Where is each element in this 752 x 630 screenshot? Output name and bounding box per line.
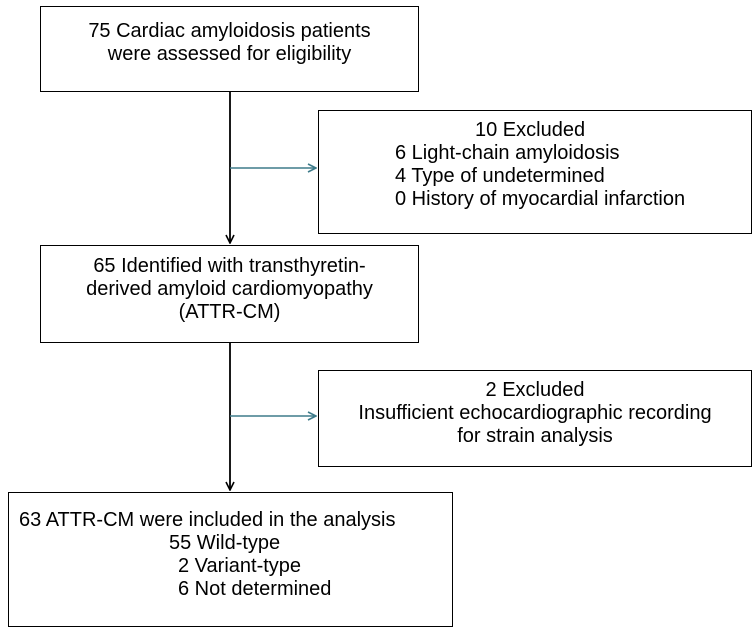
- exclusion-1-item: 6 Light-chain amyloidosis: [395, 142, 620, 164]
- exclusion-1-item: 4 Type of undetermined: [395, 165, 605, 187]
- screening-line: were assessed for eligibility: [107, 43, 352, 65]
- included-item: 6 Not determined: [178, 578, 332, 600]
- exclusion-1-item: 0 History of myocardial infarction: [395, 188, 686, 210]
- included-title: 63 ATTR-CM were included in the analysis: [19, 509, 396, 531]
- included-box: 63 ATTR-CM were included in the analysis…: [8, 492, 453, 627]
- exclusion-box-2: 2 Excluded Insufficient echocardiographi…: [318, 370, 752, 467]
- exclusion-box-1: 10 Excluded 6 Light-chain amyloidosis 4 …: [318, 110, 752, 234]
- screening-box: 75 Cardiac amyloidosis patients were ass…: [40, 6, 419, 92]
- identified-box: 65 Identified with transthyretin- derive…: [40, 245, 419, 343]
- exclusion-1-title: 10 Excluded: [475, 119, 586, 141]
- included-item: 2 Variant-type: [178, 555, 302, 577]
- exclusion-2-line: for strain analysis: [457, 425, 613, 447]
- identified-line: 65 Identified with transthyretin-: [93, 255, 366, 277]
- identified-line: (ATTR-CM): [178, 301, 281, 323]
- exclusion-2-line: 2 Excluded: [485, 379, 585, 401]
- included-item: 55 Wild-type: [169, 532, 281, 554]
- screening-line: 75 Cardiac amyloidosis patients: [88, 20, 371, 42]
- identified-line: derived amyloid cardiomyopathy: [86, 278, 373, 300]
- exclusion-2-line: Insufficient echocardiographic recording: [358, 402, 712, 424]
